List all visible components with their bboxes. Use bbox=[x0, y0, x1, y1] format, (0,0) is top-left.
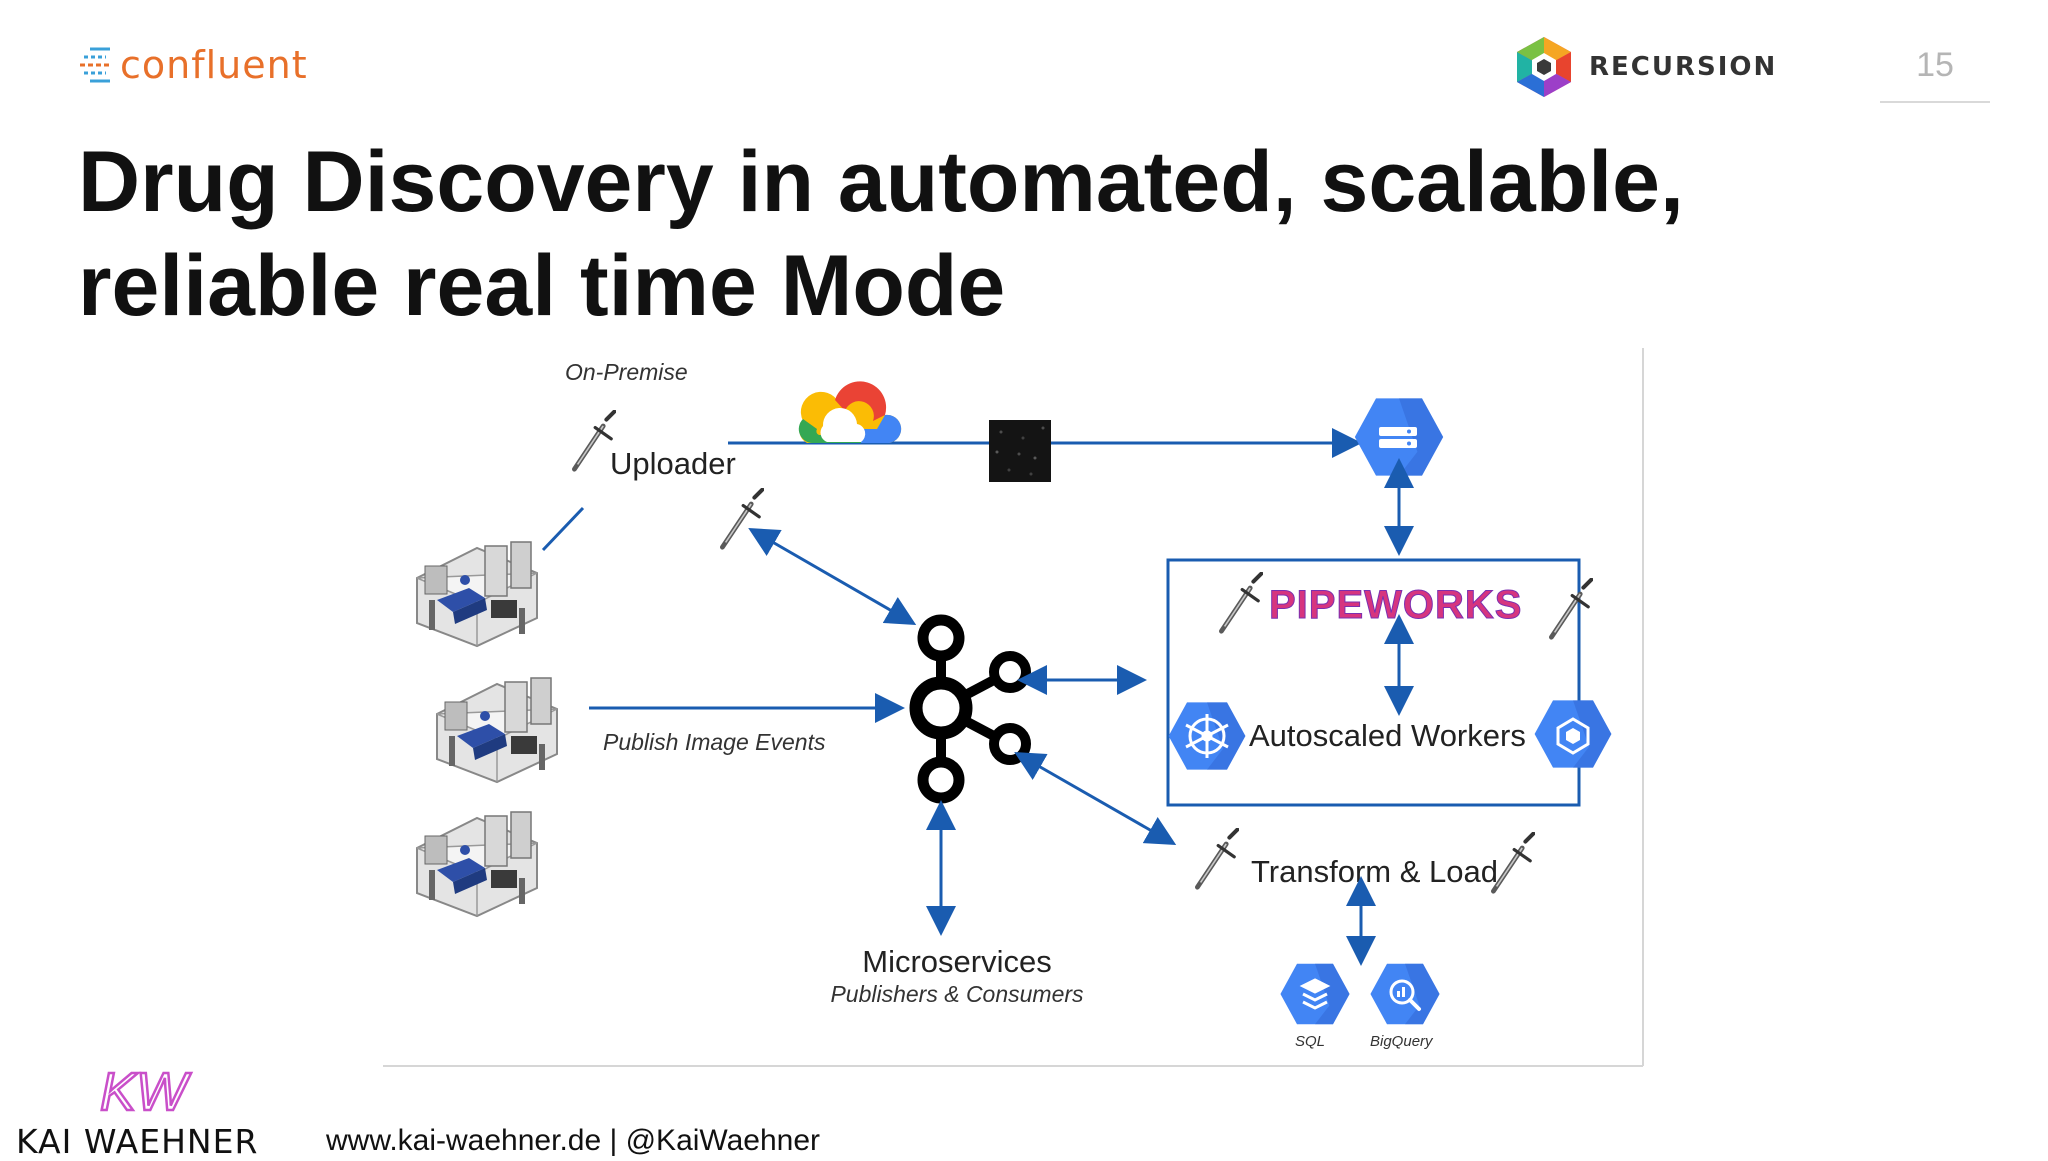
recursion-logo: RECURSION bbox=[1513, 36, 1777, 98]
sword-icon bbox=[1197, 830, 1237, 888]
page-number-underline bbox=[1880, 101, 1990, 103]
kubernetes-wheel bbox=[1185, 714, 1229, 758]
cloud-sql-glyph bbox=[1299, 978, 1331, 1010]
pipeworks-label: PIPEWORKS bbox=[1269, 583, 1522, 627]
autoscaled-workers-label: Autoscaled Workers bbox=[1249, 718, 1526, 753]
recursion-hexagon-icon bbox=[1517, 37, 1571, 97]
slide-title: Drug Discovery in automated, scalable, r… bbox=[78, 134, 1684, 334]
sql-label: SQL bbox=[1295, 1033, 1325, 1050]
robot-uploader-link bbox=[541, 506, 585, 552]
lab-robot-icon bbox=[416, 541, 538, 647]
lab-robot-icon bbox=[416, 811, 538, 917]
footer-url-handle[interactable]: www.kai-waehner.de | @KaiWaehner bbox=[326, 1124, 821, 1157]
bigquery-glyph bbox=[1389, 979, 1421, 1011]
confluent-logo: confluent bbox=[80, 40, 308, 90]
kai-waehner-brand: KAI WAEHNER bbox=[16, 1122, 259, 1161]
uploader-label: Uploader bbox=[610, 446, 736, 481]
cloud-sql-icon bbox=[1280, 963, 1350, 1025]
publish-image-events-label: Publish Image Events bbox=[603, 729, 826, 755]
confluent-wordmark: confluent bbox=[120, 43, 308, 87]
compute-engine-glyph bbox=[1556, 717, 1590, 755]
kai-waehner-logo-icon: KW bbox=[99, 1061, 194, 1120]
pipeworks-box bbox=[1166, 558, 1581, 807]
recursion-wordmark: RECURSION bbox=[1589, 52, 1778, 82]
microservices-sublabel: Publishers & Consumers bbox=[830, 981, 1084, 1007]
image-tile-icon bbox=[989, 420, 1051, 482]
confluent-mark-icon bbox=[80, 47, 110, 83]
sword-icon bbox=[1551, 580, 1591, 638]
uploader-kafka-arrow bbox=[748, 527, 917, 626]
transform-load-label: Transform & Load bbox=[1251, 854, 1498, 889]
kw-monogram: KW bbox=[100, 1062, 192, 1120]
page-number: 15 bbox=[1916, 46, 1954, 84]
sword-icon bbox=[1493, 834, 1533, 892]
lab-robot-icon bbox=[436, 677, 558, 783]
sword-icon bbox=[574, 412, 614, 470]
cloud-storage-icon bbox=[1354, 398, 1444, 476]
on-premise-label: On-Premise bbox=[565, 359, 688, 385]
sword-icon bbox=[722, 490, 762, 548]
google-cloud-icon bbox=[798, 381, 902, 444]
architecture-diagram: On-Premise Uploader bbox=[383, 348, 1644, 1067]
microservices-label: Microservices bbox=[862, 944, 1051, 979]
kafka-icon bbox=[909, 614, 1031, 804]
image-tile-noise bbox=[995, 426, 1045, 476]
kafka-transform-arrow bbox=[1014, 752, 1177, 845]
sword-icon bbox=[1221, 574, 1261, 632]
bigquery-label: BigQuery bbox=[1370, 1033, 1434, 1050]
cloud-storage-glyph bbox=[1379, 427, 1417, 448]
